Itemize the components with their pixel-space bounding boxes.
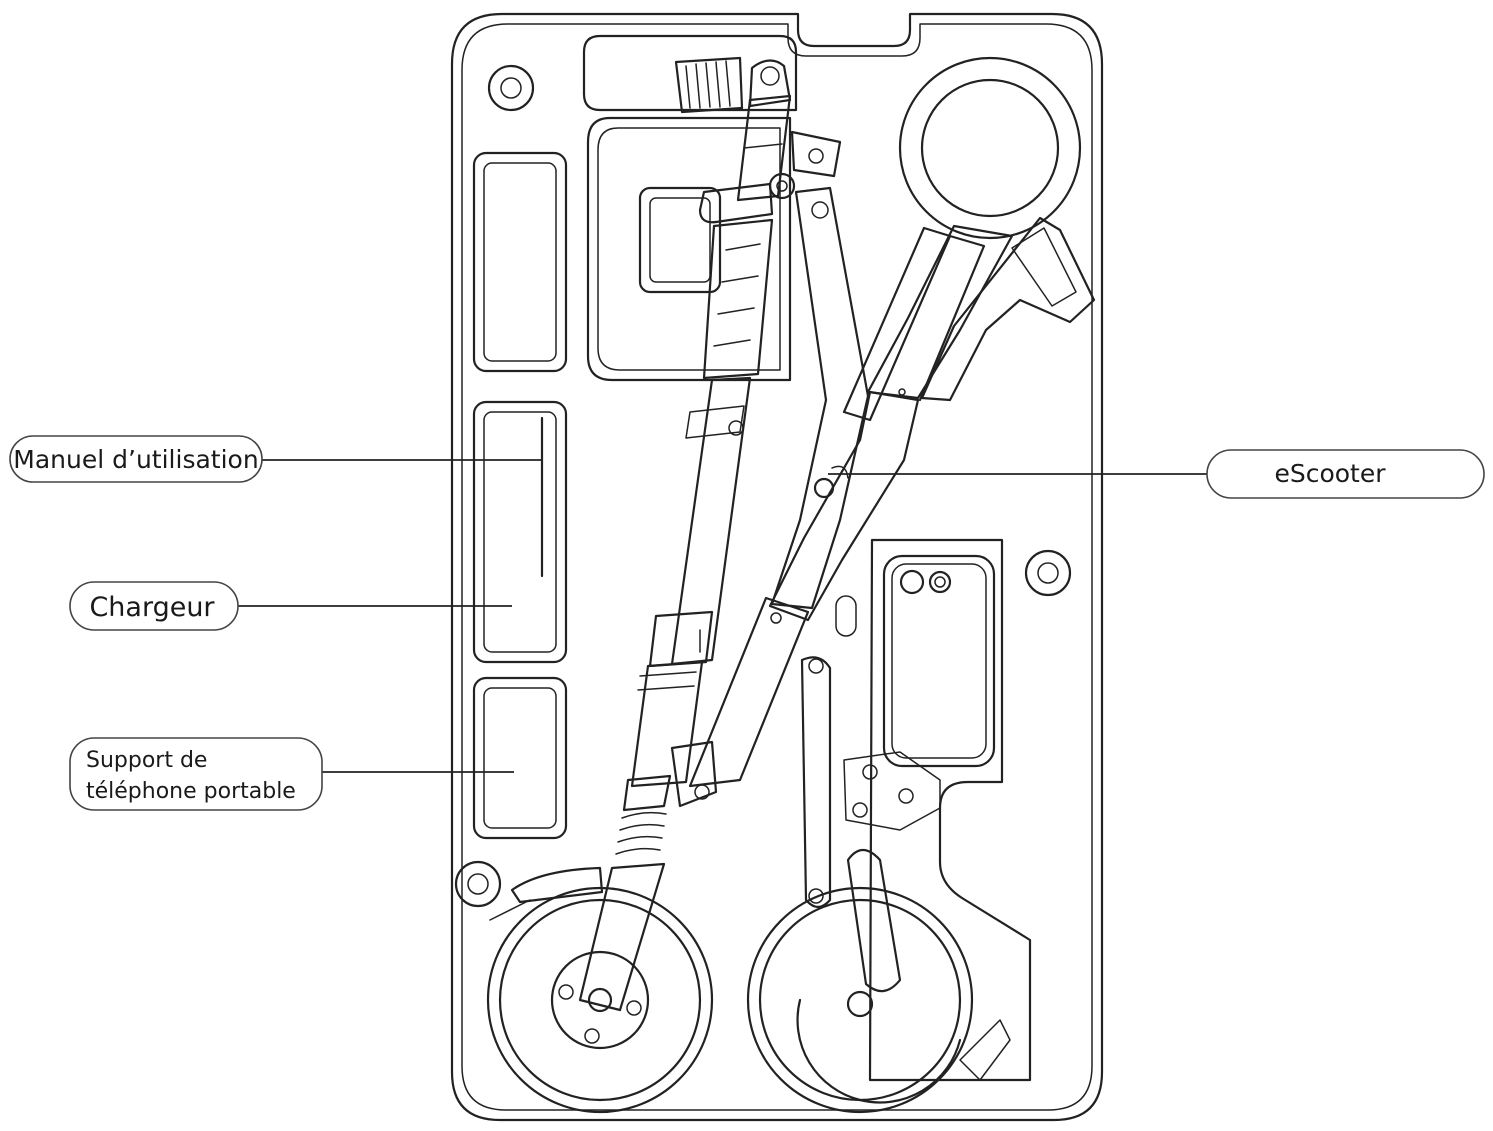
- manual-label: Manuel d’utilisation: [13, 445, 258, 474]
- cavity-top: [582, 34, 798, 382]
- rear-wheel: [746, 751, 1011, 1114]
- stem-tube: [578, 376, 752, 1012]
- mounting-hole-right: [1024, 549, 1072, 597]
- phone-holder-label-line2: téléphone portable: [86, 779, 296, 804]
- compartment-phone-holder: [472, 676, 568, 840]
- callout-phone-holder: Support de téléphone portable: [69, 737, 323, 811]
- escooter-label: eScooter: [1274, 459, 1386, 488]
- compartment-manual-charger: [472, 400, 568, 664]
- leader-lines: [238, 459, 1207, 773]
- front-wheel: [486, 866, 714, 1114]
- mounting-hole-top-left: [487, 64, 535, 112]
- handle-ring: [842, 56, 1096, 422]
- phone-holder-label-line1: Support de: [86, 748, 207, 773]
- callout-escooter: eScooter: [1206, 449, 1485, 499]
- cavity-right-mid: [868, 538, 1032, 1082]
- foam-tray: [450, 12, 1104, 1122]
- handlebar: [674, 56, 842, 380]
- callout-manual: Manuel d’utilisation: [9, 435, 263, 483]
- charger-label: Chargeur: [89, 592, 215, 623]
- compartment-top-left: [472, 151, 568, 373]
- callout-charger: Chargeur: [69, 581, 239, 631]
- scooter-deck: [670, 186, 920, 909]
- mounting-hole-bottom-left: [454, 860, 502, 908]
